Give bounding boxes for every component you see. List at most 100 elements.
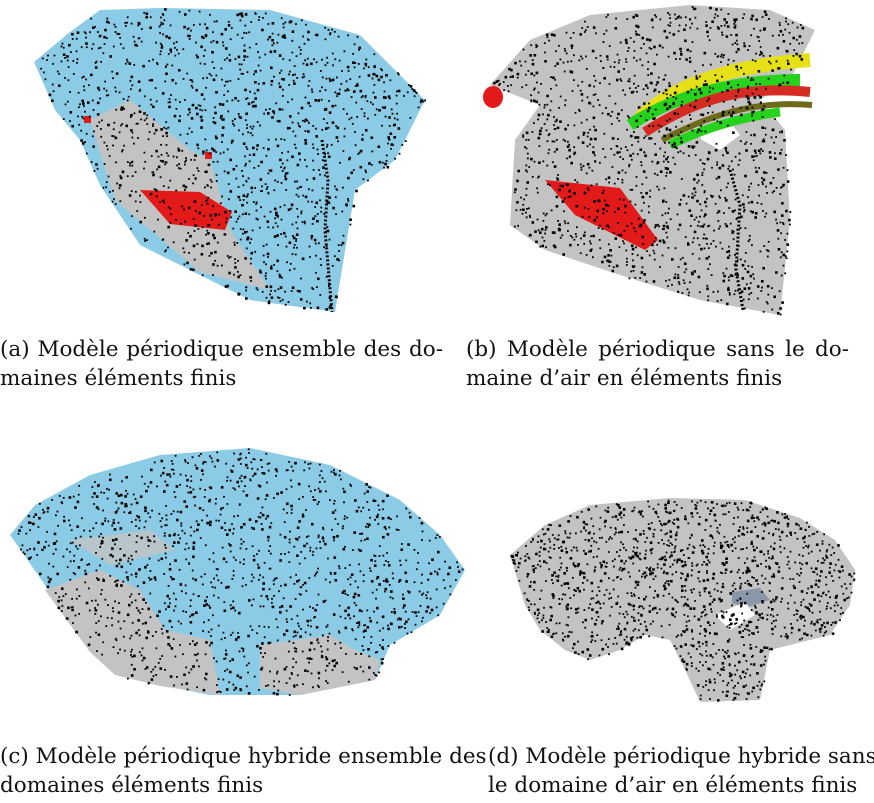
mesh-node (665, 608, 668, 611)
mesh-node (593, 540, 595, 543)
mesh-node (528, 214, 531, 217)
mesh-node (230, 634, 232, 636)
mesh-node (91, 486, 94, 488)
mesh-node (704, 237, 707, 240)
mesh-node (743, 13, 746, 16)
mesh-node (771, 69, 774, 72)
mesh-node (392, 124, 395, 127)
mesh-node (554, 120, 557, 123)
mesh-node (533, 74, 536, 77)
mesh-node (590, 597, 593, 600)
mesh-node (636, 90, 638, 93)
mesh-node (129, 512, 132, 514)
mesh-node (726, 151, 729, 155)
mesh-node (534, 230, 537, 233)
mesh-node (332, 206, 335, 210)
mesh-node (326, 682, 329, 684)
mesh-node (588, 101, 591, 105)
mesh-node (701, 563, 704, 566)
mesh-node (528, 557, 531, 560)
mesh-node (576, 549, 579, 552)
mesh-node (188, 9, 191, 12)
mesh-node (352, 595, 356, 599)
mesh-node (356, 82, 359, 85)
mesh-node (562, 253, 565, 256)
mesh-node (190, 158, 192, 161)
mesh-node (72, 622, 74, 624)
mesh-node (111, 200, 114, 203)
mesh-node (202, 509, 205, 512)
mesh-node (714, 681, 716, 684)
mesh-node (159, 176, 162, 179)
mesh-node (238, 115, 241, 118)
mesh-node (776, 229, 780, 232)
mesh-node (667, 582, 670, 585)
mesh-node (170, 513, 173, 515)
mesh-node (642, 243, 645, 245)
mesh-node (98, 34, 102, 38)
mesh-node (782, 81, 785, 84)
mesh-node (649, 137, 652, 140)
mesh-node (237, 100, 240, 102)
mesh-node (303, 75, 306, 78)
mesh-node (349, 156, 351, 159)
mesh-node (577, 565, 580, 568)
mesh-node (777, 168, 780, 171)
mesh-node (261, 472, 264, 474)
mesh-node (334, 185, 336, 188)
mesh-node (217, 579, 220, 582)
mesh-node (228, 198, 230, 201)
mesh-node (336, 534, 339, 538)
mesh-node (233, 452, 235, 455)
mesh-node (194, 154, 197, 157)
mesh-node (280, 69, 283, 72)
mesh-node (224, 28, 227, 31)
mesh-node (129, 595, 131, 598)
mesh-node (669, 556, 671, 559)
mesh-node (303, 220, 306, 223)
mesh-node (62, 595, 65, 597)
mesh-node (611, 110, 614, 113)
mesh-node (276, 626, 279, 629)
mesh-node (388, 564, 391, 567)
mesh-node (580, 511, 583, 513)
mesh-node (276, 270, 279, 273)
mesh-node (294, 135, 297, 137)
mesh-node (595, 57, 598, 59)
mesh-node (208, 72, 211, 75)
mesh-node (364, 169, 367, 172)
mesh-node (284, 172, 288, 175)
mesh-node (585, 55, 587, 58)
mesh-node (671, 521, 674, 524)
mesh-node (601, 112, 604, 115)
mesh-node (383, 106, 386, 109)
mesh-node (376, 621, 379, 624)
mesh-node (280, 233, 282, 235)
mesh-node (526, 598, 528, 601)
mesh-node (810, 567, 813, 570)
mesh-node (388, 97, 391, 100)
mesh-node (528, 585, 532, 588)
mesh-node (342, 525, 345, 528)
mesh-node (254, 12, 257, 14)
mesh-node (319, 540, 321, 543)
mesh-node (781, 577, 784, 580)
mesh-node (555, 195, 559, 199)
mesh-node (793, 586, 796, 590)
mesh-node (169, 24, 172, 27)
mesh-node (204, 489, 206, 491)
mesh-node (160, 153, 163, 156)
mesh-node (251, 134, 254, 137)
mesh-node (195, 41, 197, 44)
mesh-node (728, 292, 731, 294)
mesh-node (312, 177, 316, 180)
mesh-node (653, 62, 656, 66)
mesh-node (145, 15, 148, 19)
mesh-node (759, 550, 763, 553)
mesh-node (259, 512, 262, 514)
mesh-node (278, 680, 280, 683)
mesh-node (370, 136, 374, 139)
mesh-node (626, 257, 628, 260)
mesh-node (286, 621, 289, 623)
mesh-node (528, 166, 531, 168)
